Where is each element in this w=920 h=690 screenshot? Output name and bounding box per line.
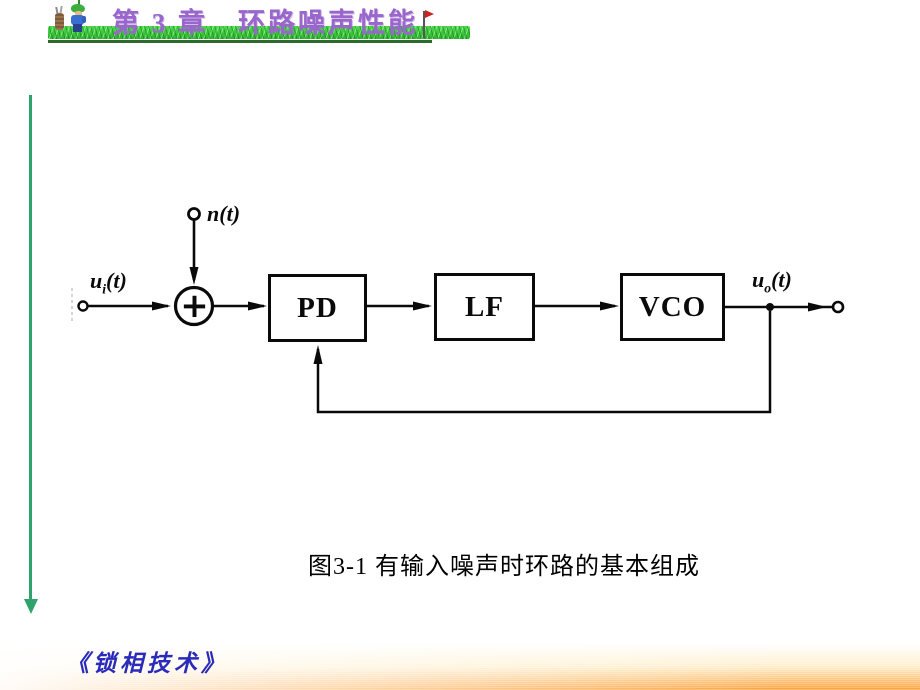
golfer-torso: [71, 15, 84, 25]
arrowhead-into-lf: [413, 301, 432, 311]
golf-bag-icon: [55, 13, 64, 30]
feedback-junction-dot: [766, 303, 774, 311]
arrowhead-feedback-into-pd: [313, 345, 323, 364]
summer-plus-symbol: +: [180, 285, 209, 326]
page-title: 第 3 章 环路噪声性能: [112, 8, 418, 38]
golfer-hair-sprout: [78, 0, 80, 6]
summing-junction-circle: [173, 285, 215, 327]
noise-signal-base: n: [207, 201, 220, 226]
arrowhead-into-output: [808, 302, 827, 312]
pd-block: PD: [268, 274, 367, 342]
input-signal-base: u: [90, 268, 103, 293]
down-arrow-line: [29, 95, 32, 600]
noise-terminal-circle: [187, 207, 201, 221]
arrowhead-into-pd: [248, 301, 267, 311]
golf-flag-icon: [425, 10, 434, 18]
golfer-face: [75, 11, 82, 16]
pd-block-label: PD: [297, 291, 338, 324]
noise-signal-rest: (t): [219, 201, 241, 226]
golfer-clipart-icon: [52, 0, 94, 34]
golf-flag-pole-icon: [423, 11, 425, 38]
down-arrow-icon: [23, 599, 38, 614]
input-terminal-circle: [77, 300, 89, 312]
vco-block-label: VCO: [638, 290, 707, 323]
feedback-path-line: [316, 311, 772, 414]
output-signal-subscript: o: [764, 280, 772, 296]
input-signal-label: ui(t): [90, 268, 127, 297]
golfer-arm: [82, 16, 86, 23]
arrowhead-into-vco: [600, 301, 619, 311]
input-signal-subscript: i: [102, 281, 107, 297]
grass-strip-decoration: [48, 26, 470, 39]
title-underline: [48, 40, 432, 43]
output-signal-rest: (t): [771, 267, 792, 292]
footer-book-title: 《锁相技术》: [66, 651, 228, 676]
vco-block: VCO: [620, 273, 725, 341]
output-terminal-circle: [831, 300, 845, 314]
golfer-hair: [71, 4, 85, 13]
lf-block-label: LF: [464, 290, 505, 323]
golfer-legs: [73, 24, 82, 32]
noise-signal-label: n(t): [207, 201, 240, 230]
arrowhead-noise-into-summer: [189, 267, 199, 285]
bottom-gradient-strip: [0, 644, 920, 690]
input-signal-rest: (t): [106, 268, 127, 293]
arrowhead-into-summer: [152, 301, 171, 311]
output-signal-base: u: [752, 267, 765, 292]
lf-block: LF: [434, 273, 535, 341]
output-signal-label: uo(t): [752, 267, 792, 296]
figure-caption: 图3-1 有输入噪声时环路的基本组成: [308, 554, 700, 580]
